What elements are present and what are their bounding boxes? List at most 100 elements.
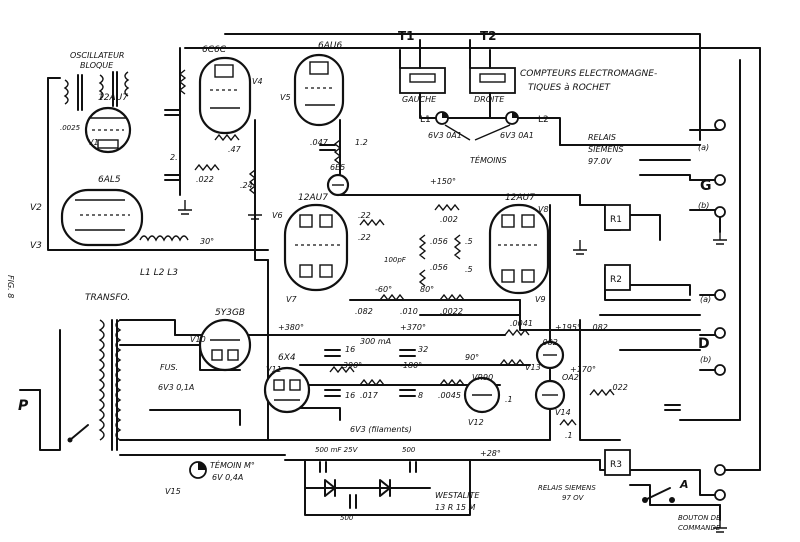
relay-r1 [604, 204, 631, 231]
inductors-l1-l3 [139, 235, 189, 242]
label-v80: 80° [420, 285, 434, 294]
label-r-0045: .0045 [438, 391, 461, 400]
label-r-056b: .056 [430, 263, 448, 272]
label-r-22b: .22 [358, 233, 371, 242]
lamp-l2 [505, 111, 519, 125]
label-r-5b: .5 [465, 265, 473, 274]
label-r-22a: .22 [358, 211, 371, 220]
label-v28: +28° [480, 449, 501, 458]
label-r-0025: .0025 [60, 124, 81, 132]
push-button-a [642, 487, 675, 503]
label-tube-12au7-a: 12AU7 [98, 93, 128, 103]
label-v1: V1 [88, 138, 99, 147]
label-c-500c: 500 [340, 514, 354, 522]
label-v6: V6 [272, 211, 283, 220]
label-v8: V8 [538, 205, 549, 214]
label-blocked: BLOQUE [80, 61, 114, 70]
label-l1: L1 [420, 115, 431, 125]
label-transfo: TRANSFO. [85, 293, 130, 303]
label-a-switch: A [679, 478, 689, 491]
labels: OSCILLATEUR BLOQUE T1 T2 COMPTEURS ELECT… [6, 29, 721, 532]
label-temoins: TÉMOINS [470, 154, 507, 165]
label-vm180: -180° [400, 361, 422, 370]
label-right-counter: DROITE [474, 95, 505, 104]
label-c-32: 32 [418, 345, 428, 354]
label-temoin-m: TÉMOIN M° [210, 459, 255, 470]
label-counters-1: COMPTEURS ELECTROMAGNE- [520, 69, 657, 79]
tube-v1 [84, 106, 132, 154]
label-d: D [698, 336, 710, 352]
label-v4: V4 [252, 77, 263, 86]
label-r-0041: .0041 [510, 319, 533, 328]
label-button-2: COMMANDE [678, 524, 721, 532]
label-lamp1: 6V3 0A1 [428, 131, 462, 140]
tube-v11 [263, 366, 311, 414]
label-vm60: -60° [375, 285, 392, 294]
tube-v12 [463, 376, 501, 414]
label-oscillator: OSCILLATEUR [70, 51, 124, 60]
westalite-diodes [324, 479, 391, 497]
label-c-8: 8 [418, 391, 423, 400]
tube-v9 [488, 203, 550, 295]
capacitors [164, 109, 681, 509]
label-r-2: 2. [170, 153, 178, 162]
mains-switch [67, 424, 89, 443]
tube-v14 [534, 379, 566, 411]
label-vm390: -390° [340, 361, 362, 370]
label-r-100pf: 100pF [384, 256, 407, 264]
label-r-24: .24 [240, 181, 253, 190]
label-relay-2: SIEMENS [588, 145, 624, 154]
power-transformer [98, 319, 122, 451]
label-r-12: 1.2 [355, 138, 368, 147]
label-tube-6c6c: 6C6C [202, 45, 227, 55]
label-v12: V12 [468, 418, 484, 427]
label-tube-6al5: 6AL5 [98, 175, 121, 185]
label-c-500: 500 mF 25V [315, 446, 359, 454]
counter-right [469, 67, 516, 94]
label-relay-3: 97.0V [588, 157, 612, 166]
label-relay-bottom-2: 97 OV [562, 494, 585, 502]
label-v2: V2 [30, 203, 42, 213]
relay-r3 [604, 449, 631, 476]
label-v370: +370° [400, 323, 426, 332]
label-c-16b: 16 [345, 391, 355, 400]
label-g: G [700, 178, 712, 194]
label-a-lower: (a) [700, 295, 711, 304]
label-westalite: WESTALITE [435, 491, 480, 500]
label-button-1: BOUTON DE [678, 514, 721, 522]
label-v90: 90° [465, 353, 479, 362]
label-v170: +170° [570, 365, 596, 374]
ground-symbols [178, 200, 727, 533]
resistors [178, 69, 615, 427]
relay-r2 [604, 264, 631, 291]
label-r-082c: .082 [590, 323, 608, 332]
label-c-500b: 500 [402, 446, 416, 454]
label-fus-val: 6V3 0,1A [158, 383, 194, 392]
counter-left [399, 67, 446, 94]
label-l2: L2 [538, 115, 549, 125]
tube-v4 [198, 56, 252, 135]
oscillator-transformers [63, 71, 130, 111]
label-r-010: .010 [400, 307, 418, 316]
label-fig: FIG. 8 [6, 275, 15, 298]
label-b-lower: (b) [700, 355, 711, 364]
tube-v2 [60, 188, 144, 247]
label-heater: 6V3 (filaments) [350, 425, 412, 434]
label-relay-1: RELAIS [588, 133, 616, 142]
tube-v13 [535, 340, 565, 370]
label-v10: V10 [190, 335, 206, 344]
label-tube-6x4: 6X4 [278, 353, 296, 363]
tube-v7-6e5 [326, 173, 350, 197]
label-r-002: .002 [440, 215, 458, 224]
label-c-16: 16 [345, 345, 355, 354]
label-r-082b: .082 [540, 338, 558, 347]
main-wiring [19, 33, 761, 521]
label-r-017: .017 [360, 391, 379, 400]
label-tube-vr90: VR90 [472, 373, 493, 382]
label-v195: +195° [555, 323, 581, 332]
tube-v10 [198, 318, 252, 372]
label-c-300: 300 mA [360, 337, 391, 346]
label-r-1b: .1 [565, 431, 573, 440]
label-v5: V5 [280, 93, 291, 102]
label-r-1: .1 [505, 395, 513, 404]
